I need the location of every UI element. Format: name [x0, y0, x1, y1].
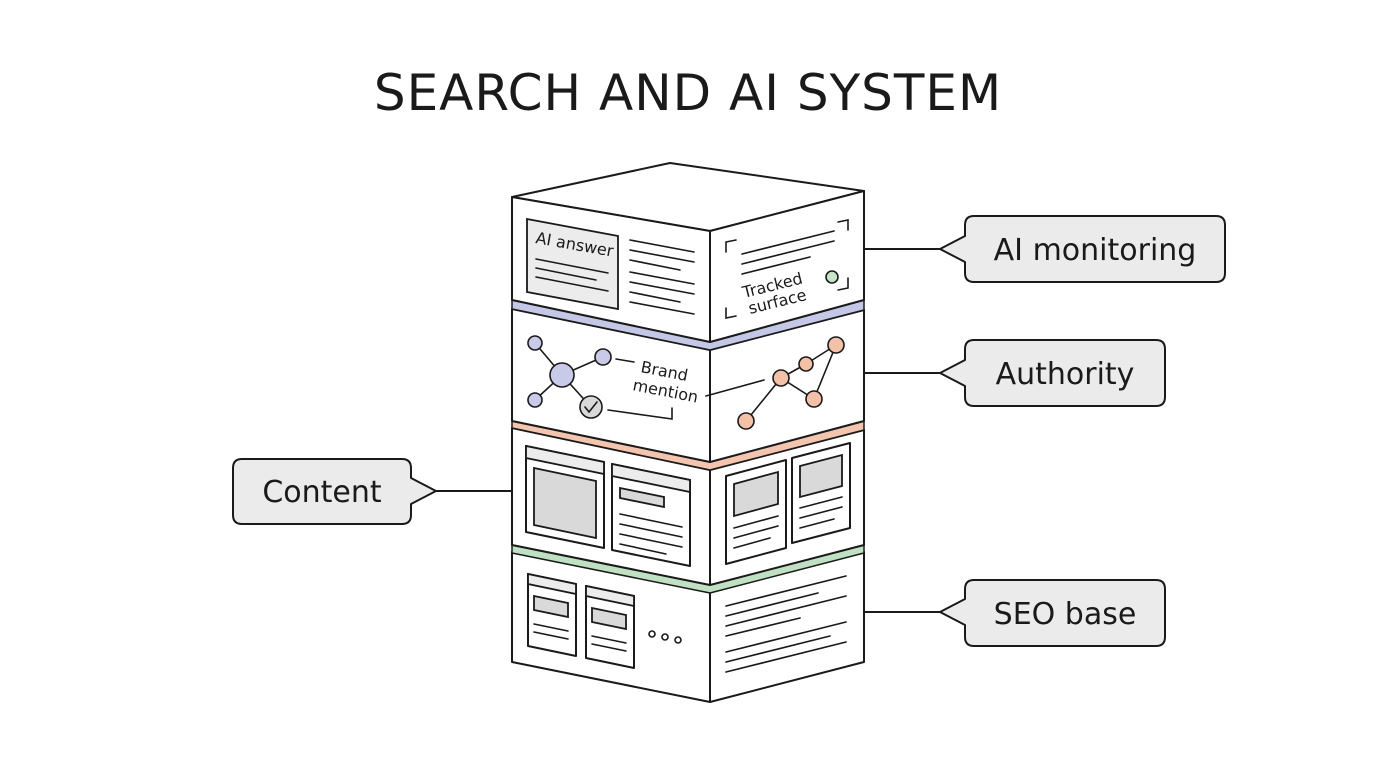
callout-authority-label: Authority: [996, 357, 1135, 392]
callout-content-label: Content: [262, 475, 382, 510]
diagram-title: SEARCH AND AI SYSTEM: [373, 64, 1003, 122]
seo-base-block: [511, 551, 865, 703]
ai-answer-text-lines: [629, 239, 695, 315]
tracked-surface-frame: [725, 219, 849, 319]
authority-block: Brand mention: [511, 308, 865, 463]
callout-ai-monitoring-label: AI monitoring: [994, 233, 1197, 268]
callout-seo-base: SEO base: [863, 579, 1166, 647]
content-block: [511, 427, 865, 586]
ai-answer-card: [526, 217, 619, 311]
content-page-mockup-2: [611, 462, 691, 567]
callout-seo-base-label: SEO base: [994, 597, 1137, 632]
callout-content: Content: [232, 458, 513, 525]
network-node: [805, 390, 823, 408]
network-node: [798, 356, 814, 372]
network-node: [827, 336, 845, 354]
callout-ai-monitoring: AI monitoring: [863, 215, 1226, 283]
seo-text-lines: [725, 575, 847, 673]
ai-right-face: [709, 190, 865, 343]
brand-network-left: [527, 335, 673, 420]
ellipsis-icon: [648, 630, 682, 644]
check-icon: [579, 395, 603, 419]
content-card-right-1: [725, 459, 787, 565]
seo-page-card-2: [585, 584, 635, 669]
network-node: [527, 335, 543, 351]
network-node: [527, 392, 543, 408]
network-node: [737, 412, 755, 430]
callout-authority: Authority: [863, 339, 1166, 407]
content-page-mockup-1: [525, 444, 605, 549]
network-hub-node: [549, 362, 575, 388]
network-node: [594, 348, 612, 366]
ai-monitoring-block: AI answer Tracked surface: [511, 162, 865, 343]
brand-network-right: [737, 336, 845, 430]
status-dot: [825, 270, 839, 284]
network-node: [772, 369, 790, 387]
mention-connector: [705, 379, 765, 397]
content-card-right-2: [791, 442, 851, 544]
seo-page-card-1: [527, 572, 577, 657]
